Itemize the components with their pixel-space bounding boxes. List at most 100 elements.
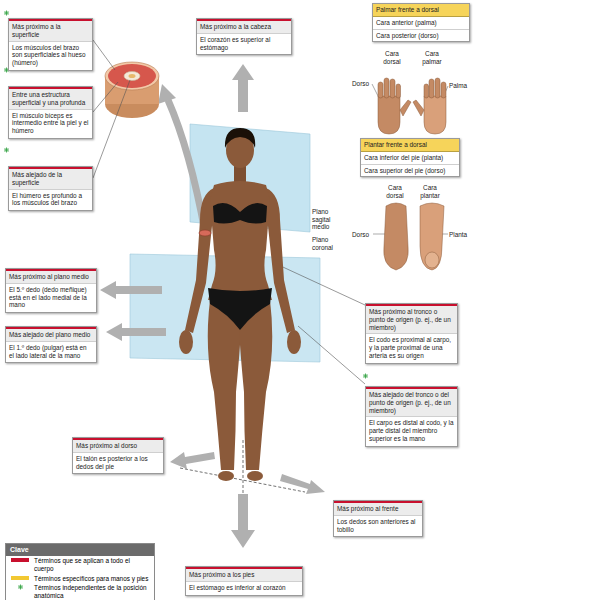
posterior-arrow	[170, 452, 215, 469]
term-box: Entre una estructura superficial y una p…	[8, 86, 93, 139]
term-box: Más próximo al dorsoEl talón es posterio…	[72, 437, 164, 474]
hand-dorsal	[378, 96, 400, 134]
term-example: Cara anterior (palma)	[373, 17, 469, 30]
term-box: Más próximo al tronco o punto de origen …	[365, 303, 458, 364]
superior-arrow	[232, 64, 254, 112]
human-figure	[179, 128, 301, 481]
heel	[425, 252, 439, 268]
term-heading: Plantar frente a dorsal	[361, 139, 459, 152]
finger	[429, 79, 434, 98]
feet-illustration	[384, 203, 444, 270]
term-box: Más próximo a los piesEl estómago es inf…	[185, 566, 303, 596]
curved-arrow-head	[158, 84, 176, 104]
term-example: El 5.º dedo (dedo meñique) está en el la…	[6, 284, 96, 312]
term-box: Plantar frente a dorsalCara inferior del…	[360, 138, 460, 177]
term-box: Palmar frente a dorsalCara anterior (pal…	[372, 3, 470, 42]
term-box: Más próximo a la cabezaEl corazón es sup…	[196, 18, 292, 55]
legend-row: Términos que se aplican a todo el cuerpo	[6, 556, 154, 573]
term-heading: Más alejado de la superficie	[9, 167, 92, 190]
term-heading: Más próximo al plano medio	[6, 269, 96, 284]
leg	[239, 300, 272, 470]
term-example: Los músculos del brazo son superficiales…	[9, 42, 92, 70]
legend-row: Términos específicos para manos y pies	[6, 574, 154, 584]
legend-swatch	[11, 576, 29, 580]
term-box: Más alejado de la superficieEl húmero es…	[8, 166, 93, 211]
hand	[287, 330, 301, 354]
medial-arrow	[100, 281, 162, 299]
leader-line	[93, 40, 115, 70]
term-example: Cara superior del pie (dorso)	[361, 165, 459, 177]
finger	[424, 84, 429, 98]
muscle-section	[108, 64, 156, 88]
part-label: Cara plantar	[417, 184, 443, 199]
finger	[378, 82, 383, 98]
curved-arrow	[168, 100, 205, 232]
arm-section	[105, 62, 159, 90]
foot	[247, 471, 263, 481]
leader-line	[93, 82, 118, 112]
finger	[396, 84, 401, 98]
term-heading: Más próximo al tronco o punto de origen …	[366, 304, 457, 334]
finger	[390, 79, 395, 98]
term-example: El carpo es distal al codo, y la parte d…	[366, 417, 457, 445]
term-example: El codo es proximal al carpo, y la parte…	[366, 334, 457, 362]
asterisk	[363, 374, 368, 379]
arm	[266, 188, 295, 333]
term-heading: Más próximo al frente	[334, 501, 422, 516]
legend-text: Términos independientes de la posición a…	[34, 584, 147, 599]
part-label: Cara palmar	[420, 50, 444, 65]
part-label: Dorso	[352, 231, 374, 239]
thumb	[413, 100, 424, 116]
arm	[185, 188, 214, 333]
term-example: Cara posterior (dorso)	[373, 30, 469, 42]
axis-line	[243, 440, 244, 494]
term-example: El 1.º dedo (pulgar) está en el lado lat…	[6, 342, 96, 363]
part-label: Cara dorsal	[383, 184, 407, 199]
asterisk	[4, 11, 9, 16]
term-example: El corazón es superior al estómago	[197, 34, 291, 55]
part-label: Cara dorsal	[380, 50, 404, 65]
finger	[384, 78, 389, 98]
part-label: Plano sagital medio	[312, 208, 346, 231]
anterior-arrow	[280, 474, 325, 494]
part-label: Planta	[449, 231, 473, 239]
leader-line	[93, 80, 130, 178]
arm-marker	[199, 230, 211, 236]
torso	[208, 181, 272, 300]
lateral-arrow	[106, 323, 166, 341]
legend-title: Clave	[10, 546, 29, 553]
finger	[435, 78, 440, 98]
term-box: Más alejado del plano medioEl 1.º dedo (…	[5, 326, 97, 363]
term-box: Más alejado del tronco o del punto de or…	[365, 386, 458, 447]
axis-line	[180, 468, 305, 492]
legend-asterisk	[11, 583, 29, 591]
term-heading: Más alejado del tronco o del punto de or…	[366, 387, 457, 417]
part-label: Plano coronal	[312, 236, 346, 251]
bra	[213, 203, 267, 224]
term-example: Cara inferior del pie (planta)	[361, 152, 459, 165]
briefs	[208, 288, 272, 330]
asterisk	[18, 585, 23, 590]
legend-text: Términos específicos para manos y pies	[34, 575, 148, 582]
term-box: Más próximo a la superficieLos músculos …	[8, 18, 93, 71]
legend-swatch	[11, 558, 29, 562]
inferior-arrow	[231, 494, 255, 548]
legend-text: Términos que se aplican a todo el cuerpo	[34, 557, 130, 572]
leg	[208, 300, 241, 470]
term-example: El músculo bíceps es intermedio entre la…	[9, 110, 92, 138]
foot	[218, 471, 234, 481]
foot-plantar	[420, 203, 444, 270]
term-heading: Más próximo a la superficie	[9, 19, 92, 42]
finger	[441, 82, 446, 98]
term-heading: Más próximo a los pies	[186, 567, 302, 582]
asterisk	[4, 148, 9, 153]
term-heading: Más alejado del plano medio	[6, 327, 96, 342]
bone-section	[124, 72, 140, 81]
term-example: El estómago es inferior al corazón	[186, 582, 302, 595]
part-label: Dorso	[352, 80, 374, 88]
part-label: Palma	[449, 82, 473, 90]
term-heading: Más próximo al dorso	[73, 438, 163, 453]
term-box: Más próximo al plano medioEl 5.º dedo (d…	[5, 268, 97, 313]
asterisk-group	[4, 11, 368, 379]
